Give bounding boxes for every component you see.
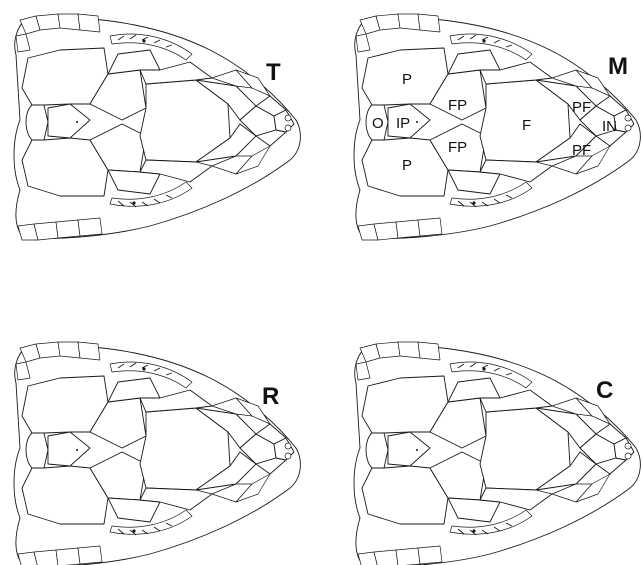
label-parietal-lower: P — [402, 157, 412, 174]
label-prefrontal-upper: PF — [572, 99, 591, 116]
label-frontal: F — [522, 117, 531, 134]
label-parietal-upper: P — [402, 71, 412, 88]
panel-c: C — [354, 342, 640, 565]
label-prefrontal-lower: PF — [572, 142, 591, 159]
panel-t: T — [14, 14, 300, 240]
panel-label-m: M — [608, 53, 628, 80]
label-occipital: O — [372, 115, 384, 132]
panel-label-r: R — [262, 383, 279, 410]
label-frontoparietal-upper: FP — [448, 97, 467, 114]
head-diagram-t — [14, 14, 300, 240]
head-diagram-r — [14, 342, 300, 565]
panel-r: R — [14, 342, 300, 565]
label-internasal: IN — [602, 118, 617, 135]
head-diagram-c — [354, 342, 640, 565]
label-frontoparietal-lower: FP — [448, 139, 467, 156]
panel-label-t: T — [266, 59, 281, 86]
label-interparietal: IP — [396, 115, 410, 132]
panel-label-c: C — [596, 377, 613, 404]
panel-m: M O IP P P FP FP F PF PF IN — [354, 14, 640, 240]
